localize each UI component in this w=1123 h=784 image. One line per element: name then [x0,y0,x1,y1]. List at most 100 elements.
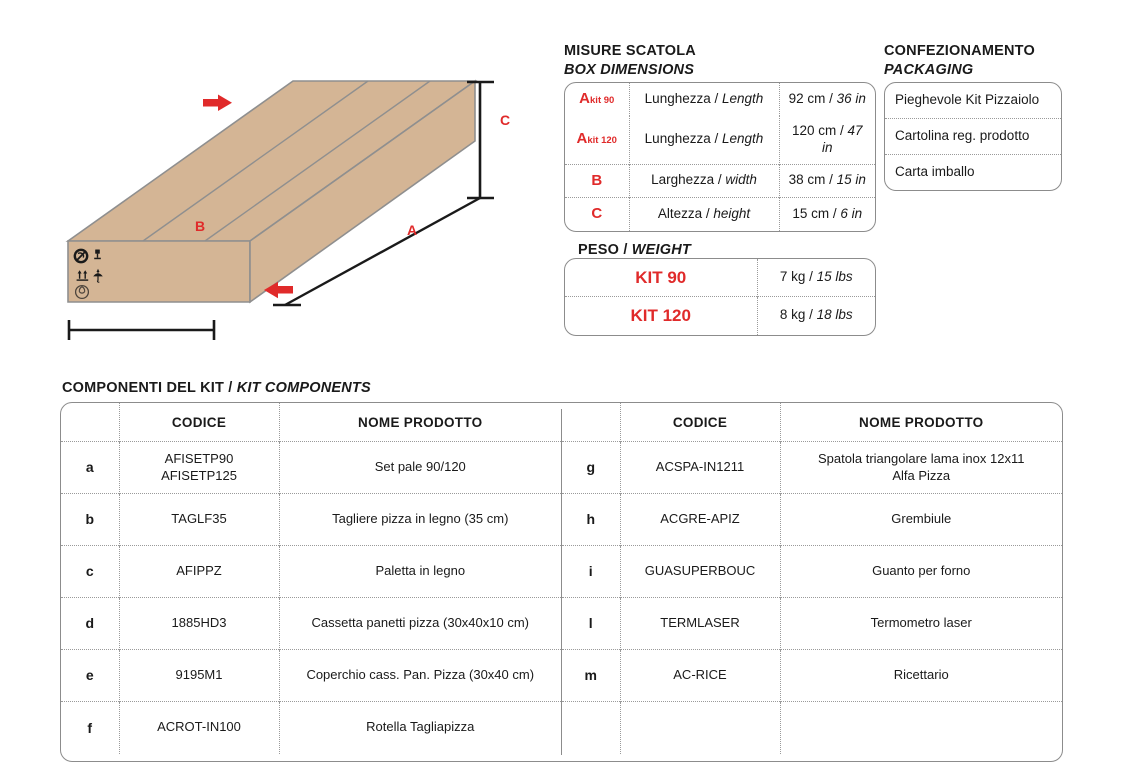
components-title: COMPONENTI DEL KIT / KIT COMPONENTS [62,379,371,398]
header-name: NOME PRODOTTO [358,415,483,430]
table-row: B Larghezza / width 38 cm / 15 in [565,163,875,198]
dimension-desc-cell: Altezza / height [629,197,780,231]
direction-arrows [203,94,293,299]
table-row: KIT 90 7 kg / 15 lbs [565,259,875,297]
component-name: Paletta in legno [279,545,561,598]
table-row: i GUASUPERBOUC Guanto per forno [562,545,1062,598]
table-row: b TAGLF35 Tagliere pizza in legno (35 cm… [61,493,561,546]
weight-table: KIT 90 7 kg / 15 lbs KIT 120 8 kg / 18 l… [564,258,876,336]
dimension-code-letter: C [591,205,603,223]
table-row: l TERMLASER Termometro laser [562,597,1062,650]
table-header-row: CODICE NOME PRODOTTO [562,403,1062,442]
dimension-code-cell: Akit 120 [565,115,630,164]
no-hooks-icon [73,248,89,264]
dimension-lines [67,80,494,340]
dimension-code-cell: C [565,197,630,231]
component-code: AFISETP90 AFISETP125 [119,441,280,494]
component-code: 1885HD3 [119,597,280,650]
component-name: Guanto per forno [780,545,1062,598]
dimension-desc-it: Lunghezza [644,131,711,147]
component-letter: i [562,545,621,598]
dimension-value-metric: 38 cm [788,172,826,188]
dimension-code-letter: B [591,171,603,189]
component-code: GUASUPERBOUC [620,545,781,598]
dimension-value-cell: 38 cm / 15 in [779,163,875,198]
packaging-title-en: PACKAGING [884,62,974,79]
box-dimensions-table: Akit 90 Lunghezza / Length 92 cm / 36 in… [564,82,876,232]
component-name-line: Spatola triangolare lama inox 12x11 [818,450,1025,466]
dimension-code-letter: A [579,90,591,107]
box-illustration: B C A [55,55,545,365]
components-table-divider [561,409,562,755]
component-letter: m [562,649,621,702]
dimension-desc-it: Lunghezza [644,90,711,106]
value-separator: / [829,172,837,188]
weight-title-en: WEIGHT [631,242,691,258]
dimension-label-c: C [500,112,511,128]
component-name: Tagliere pizza in legno (35 cm) [279,493,561,546]
component-letter: h [562,493,621,546]
dimension-value-cell: 15 cm / 6 in [779,197,875,231]
component-name: Spatola triangolare lama inox 12x11 Alfa… [780,441,1062,494]
component-letter: f [61,701,120,754]
header-code: CODICE [119,403,280,442]
components-table-left: CODICE NOME PRODOTTO a AFISETP90 AFISETP… [61,403,561,761]
table-row: h ACGRE-APIZ Grembiule [562,493,1062,546]
component-name: Rotella Tagliapizza [279,701,561,754]
header-code: CODICE [620,403,781,442]
components-table: CODICE NOME PRODOTTO a AFISETP90 AFISETP… [60,402,1063,762]
packaging-list: Pieghevole Kit Pizzaiolo Cartolina reg. … [884,82,1062,191]
component-letter: g [562,441,621,494]
dimension-value-metric: 92 cm [788,90,826,106]
value-separator: / [809,307,817,323]
box-crease-line-2 [204,80,431,242]
component-name: Set pale 90/120 [279,441,561,494]
table-row: KIT 120 8 kg / 18 lbs [565,296,875,335]
component-code: ACGRE-APIZ [620,493,781,546]
box-side-face [249,79,476,304]
box-dimensions-title: MISURE SCATOLA BOX DIMENSIONS [564,42,696,80]
weight-kit-name: KIT 120 [565,296,758,335]
components-title-en: KIT COMPONENTS [236,380,371,396]
value-separator: / [829,90,837,106]
carton-box [65,79,478,304]
component-letter: e [61,649,120,702]
weight-title-sep: / [623,242,632,258]
arrow-left-icon [264,281,293,299]
recycle-icon [74,284,90,300]
desc-separator: / [705,206,714,222]
shipping-symbols-group [73,248,103,300]
dimension-desc-cell: Lunghezza / Length [629,83,780,116]
weight-title-it: PESO [578,242,620,258]
dimension-value-imperial: 36 in [836,90,866,106]
dimension-desc-it: Larghezza [651,172,715,188]
dimension-label-b: B [195,218,206,234]
dimension-desc-cell: Larghezza / width [629,163,780,198]
packaging-title-it: CONFEZIONAMENTO [884,43,1035,59]
list-item: Carta imballo [885,153,1061,190]
component-letter: d [61,597,120,650]
dimension-value-metric: 120 cm [791,122,837,138]
weight-value-metric: 7 kg [779,269,806,285]
dimension-desc-en: Length [722,90,764,106]
components-title-it: COMPONENTI DEL KIT [62,380,225,396]
desc-separator: / [714,131,723,147]
table-row: e 9195M1 Coperchio cass. Pan. Pizza (30x… [61,649,561,702]
dimension-code-sub: kit 90 [590,95,615,106]
value-separator: / [840,122,848,138]
table-row: m AC-RICE Ricettario [562,649,1062,702]
component-code: TAGLF35 [119,493,280,546]
arrow-right-icon [203,94,232,111]
component-letter: a [61,441,120,494]
component-letter [562,701,621,754]
component-name: Ricettario [780,649,1062,702]
component-name-line: Set pale 90/120 [374,459,466,475]
table-row [562,701,1062,754]
dimension-label-a: A [407,222,418,238]
component-code: TERMLASER [620,597,781,650]
weight-value-imperial: 15 lbs [816,269,853,285]
component-name [780,701,1062,754]
component-name: Termometro laser [780,597,1062,650]
table-row: C Altezza / height 15 cm / 6 in [565,197,875,231]
component-code: ACROT-IN100 [119,701,280,754]
